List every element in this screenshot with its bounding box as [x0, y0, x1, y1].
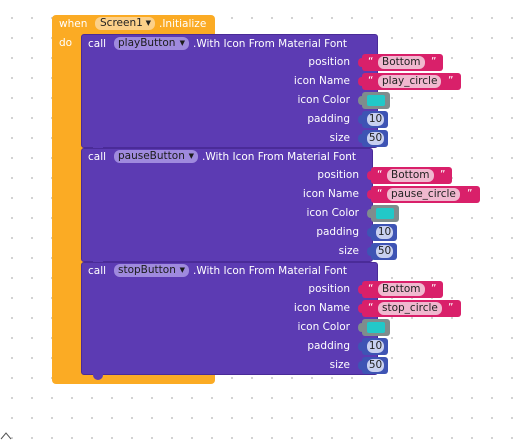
screen1-component-dropdown[interactable]: Screen1 ▼	[95, 17, 155, 30]
call-label: call	[88, 38, 107, 50]
position-socket	[358, 285, 362, 294]
icon-color-socket	[358, 323, 362, 332]
size-number-block[interactable]: 50	[362, 130, 388, 147]
icon-name-text-field[interactable]: play_circle	[378, 75, 442, 88]
size-socket	[358, 361, 362, 370]
close-quote-icon: ”	[440, 169, 446, 181]
icon-name-param-label: icon Name	[293, 302, 350, 314]
icon-name-socket	[367, 190, 371, 199]
icon-color-param-label: icon Color	[297, 94, 350, 106]
icon-name-socket	[358, 77, 362, 86]
stopbutton-with-icon-call-block[interactable]	[81, 262, 378, 375]
size-number-field[interactable]: 50	[367, 132, 384, 145]
call-label: call	[88, 151, 107, 163]
padding-param-label: padding	[307, 113, 350, 125]
size-socket	[367, 247, 371, 256]
close-quote-icon: ”	[448, 75, 454, 87]
chevron-down-icon: ▼	[188, 152, 194, 160]
pausebutton-with-icon-call-block[interactable]	[81, 148, 373, 262]
position-param-label: position	[317, 169, 359, 181]
size-number-field[interactable]: 50	[367, 359, 384, 372]
playbutton-component-name: playButton	[118, 37, 176, 49]
icon-name-param-label: icon Name	[302, 188, 359, 200]
playbutton-with-icon-call-block[interactable]	[81, 34, 378, 148]
icon-color-param-label: icon Color	[306, 207, 359, 219]
icon-name-param-label: icon Name	[293, 75, 350, 87]
size-param-label: size	[329, 359, 350, 371]
chevron-down-icon: ▼	[145, 19, 151, 27]
call-label: call	[88, 265, 107, 277]
close-quote-icon: ”	[448, 302, 454, 314]
padding-number-field[interactable]: 10	[367, 340, 384, 353]
method-name-label: .With Icon From Material Font	[193, 265, 348, 277]
icon-color-socket	[367, 209, 371, 218]
padding-socket	[358, 115, 362, 124]
cyan-color-swatch[interactable]	[367, 95, 385, 106]
close-quote-icon: ”	[467, 188, 473, 200]
padding-number-block[interactable]: 10	[362, 111, 388, 128]
icon-name-text-block[interactable]: “ stop_circle ”	[362, 300, 461, 317]
chevron-down-icon: ▼	[179, 266, 185, 274]
position-text-field[interactable]: Bottom	[387, 169, 434, 182]
icon-name-text-block[interactable]: “ pause_circle ”	[371, 186, 480, 203]
pausebutton-component-name: pauseButton	[118, 150, 185, 162]
method-name-label: .With Icon From Material Font	[202, 151, 357, 163]
position-text-field[interactable]: Bottom	[378, 56, 425, 69]
size-number-block[interactable]: 50	[362, 357, 388, 374]
size-param-label: size	[329, 132, 350, 144]
open-quote-icon: “	[368, 56, 374, 68]
cyan-color-swatch[interactable]	[367, 322, 385, 333]
icon-name-text-field[interactable]: pause_circle	[387, 188, 460, 201]
icon-name-text-block[interactable]: “ play_circle ”	[362, 73, 461, 90]
size-param-label: size	[338, 245, 359, 257]
playbutton-component-dropdown[interactable]: playButton ▼	[114, 37, 189, 50]
position-text-field[interactable]: Bottom	[378, 283, 425, 296]
open-quote-icon: “	[368, 283, 374, 295]
open-quote-icon: “	[368, 75, 374, 87]
size-socket	[358, 134, 362, 143]
padding-number-field[interactable]: 10	[367, 113, 384, 126]
close-quote-icon: ”	[431, 56, 437, 68]
position-socket	[358, 58, 362, 67]
pausebutton-component-dropdown[interactable]: pauseButton ▼	[114, 150, 198, 163]
position-param-label: position	[308, 283, 350, 295]
position-socket	[367, 171, 371, 180]
open-quote-icon: “	[377, 188, 383, 200]
padding-socket	[358, 342, 362, 351]
size-number-field[interactable]: 50	[376, 245, 393, 258]
chevron-down-icon: ▼	[179, 39, 185, 47]
when-label: when	[59, 18, 88, 30]
open-quote-icon: “	[368, 302, 374, 314]
cyan-color-swatch[interactable]	[376, 208, 394, 219]
screen1-component-name: Screen1	[100, 17, 143, 29]
padding-param-label: padding	[307, 340, 350, 352]
position-param-label: position	[308, 56, 350, 68]
padding-number-block[interactable]: 10	[371, 224, 397, 241]
icon-color-socket	[358, 96, 362, 105]
padding-number-block[interactable]: 10	[362, 338, 388, 355]
stopbutton-component-dropdown[interactable]: stopButton ▼	[114, 264, 189, 277]
position-text-block[interactable]: “ Bottom ”	[362, 281, 443, 298]
padding-socket	[367, 228, 371, 237]
padding-number-field[interactable]: 10	[376, 226, 393, 239]
icon-color-block[interactable]	[371, 205, 399, 222]
position-text-block[interactable]: “ Bottom ”	[362, 54, 443, 71]
size-number-block[interactable]: 50	[371, 243, 397, 260]
stopbutton-component-name: stopButton	[118, 264, 176, 276]
position-text-block[interactable]: “ Bottom ”	[371, 167, 452, 184]
padding-param-label: padding	[316, 226, 359, 238]
icon-color-block[interactable]	[362, 319, 390, 336]
do-label: do	[59, 37, 73, 49]
close-quote-icon: ”	[431, 283, 437, 295]
method-name-label: .With Icon From Material Font	[193, 38, 348, 50]
open-quote-icon: “	[377, 169, 383, 181]
icon-name-text-field[interactable]: stop_circle	[378, 302, 442, 315]
initialize-event-name: .Initialize	[159, 18, 207, 30]
icon-color-param-label: icon Color	[297, 321, 350, 333]
icon-name-socket	[358, 304, 362, 313]
stopbutton-block-notch	[93, 374, 103, 380]
chevron-up-icon[interactable]	[0, 431, 14, 440]
icon-color-block[interactable]	[362, 92, 390, 109]
